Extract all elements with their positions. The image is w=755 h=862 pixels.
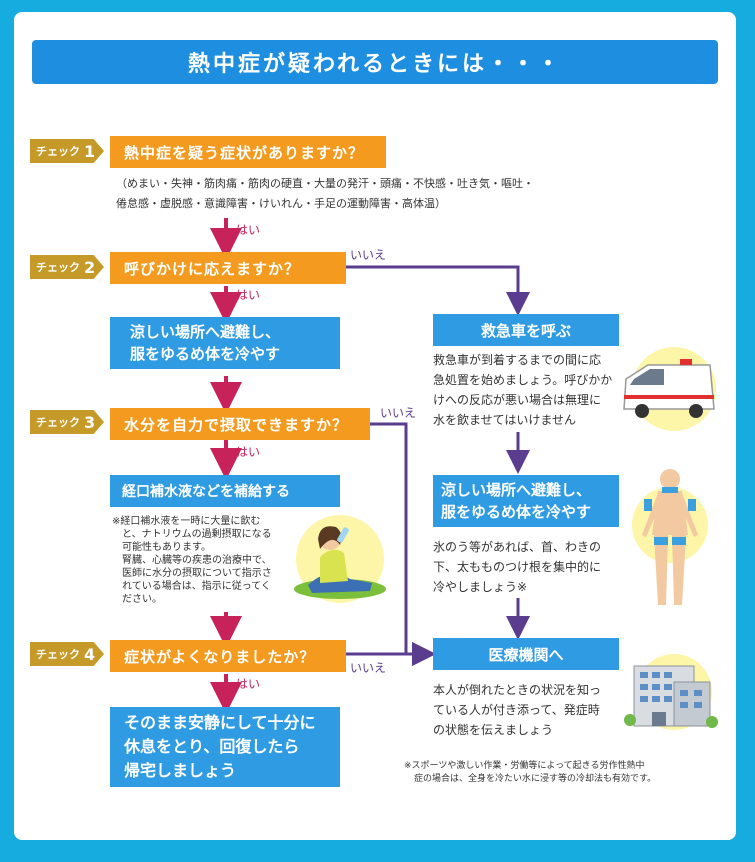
footnote: ※スポーツや激しい作業・労働等によって起きる労作性熱中症の場合は、全身を冷たい水… (404, 761, 657, 784)
cool-place-box-right: 涼しい場所へ避難し、服をゆるめ体を冷やす (433, 475, 619, 527)
yes-label-3: はい (236, 445, 261, 459)
cool-place-box-left: 涼しい場所へ避難し、服をゆるめ体を冷やす (110, 317, 340, 369)
drinking-woman-illustration (294, 515, 386, 603)
call-ambulance-box: 救急車を呼ぶ (433, 314, 619, 346)
oral-rehydration-note: ※経口補水液を一時に大量に飲む と、ナトリウムの過剰摂取になる 可能性もあります… (112, 516, 272, 605)
check-question-4: 症状がよくなりましたか？ (110, 640, 346, 672)
yes-label-4: はい (236, 677, 261, 691)
check-question-3: 水分を自力で摂取できますか？ (110, 408, 370, 440)
body-cooling-illustration (632, 469, 708, 605)
check-question-1: 熱中症を疑う症状がありますか？ (110, 136, 386, 168)
hospital-box: 医療機関へ (433, 638, 619, 670)
oral-rehydration-box: 経口補水液などを補給する (110, 475, 340, 507)
hospital-illustration (624, 654, 718, 730)
ambulance-illustration (623, 347, 716, 431)
ambulance-text: 救急車が到着するまでの間に応急処置を始めましょう。呼びかかけへの反応が悪い場合は… (433, 353, 613, 427)
no-label-4: いいえ (350, 661, 387, 675)
no-arrow-2 (346, 265, 530, 316)
symptoms-text: （めまい・失神・筋肉痛・筋肉の硬直・大量の発汗・頭痛・不快感・吐き気・嘔吐・倦怠… (116, 177, 534, 210)
cooling-text: 氷のう等があれば、首、わきの下、太もものつけ根を集中的に冷やしましょう※ (433, 540, 602, 594)
check-question-2: 呼びかけに応えますか？ (110, 252, 346, 284)
rest-box: そのまま安静にして十分に休息をとり、回復したら帰宅しましょう (110, 707, 340, 787)
yes-label-1: はい (236, 223, 261, 237)
no-label-3: いいえ (380, 406, 417, 420)
hospital-text: 本人が倒れたときの状況を知っている人が付き添って、発症時の状態を伝えましょう (433, 683, 602, 737)
no-label-2: いいえ (350, 248, 387, 262)
yes-label-2: はい (236, 288, 261, 302)
page-title: 熱中症が疑われるときには・・・ (32, 40, 718, 84)
